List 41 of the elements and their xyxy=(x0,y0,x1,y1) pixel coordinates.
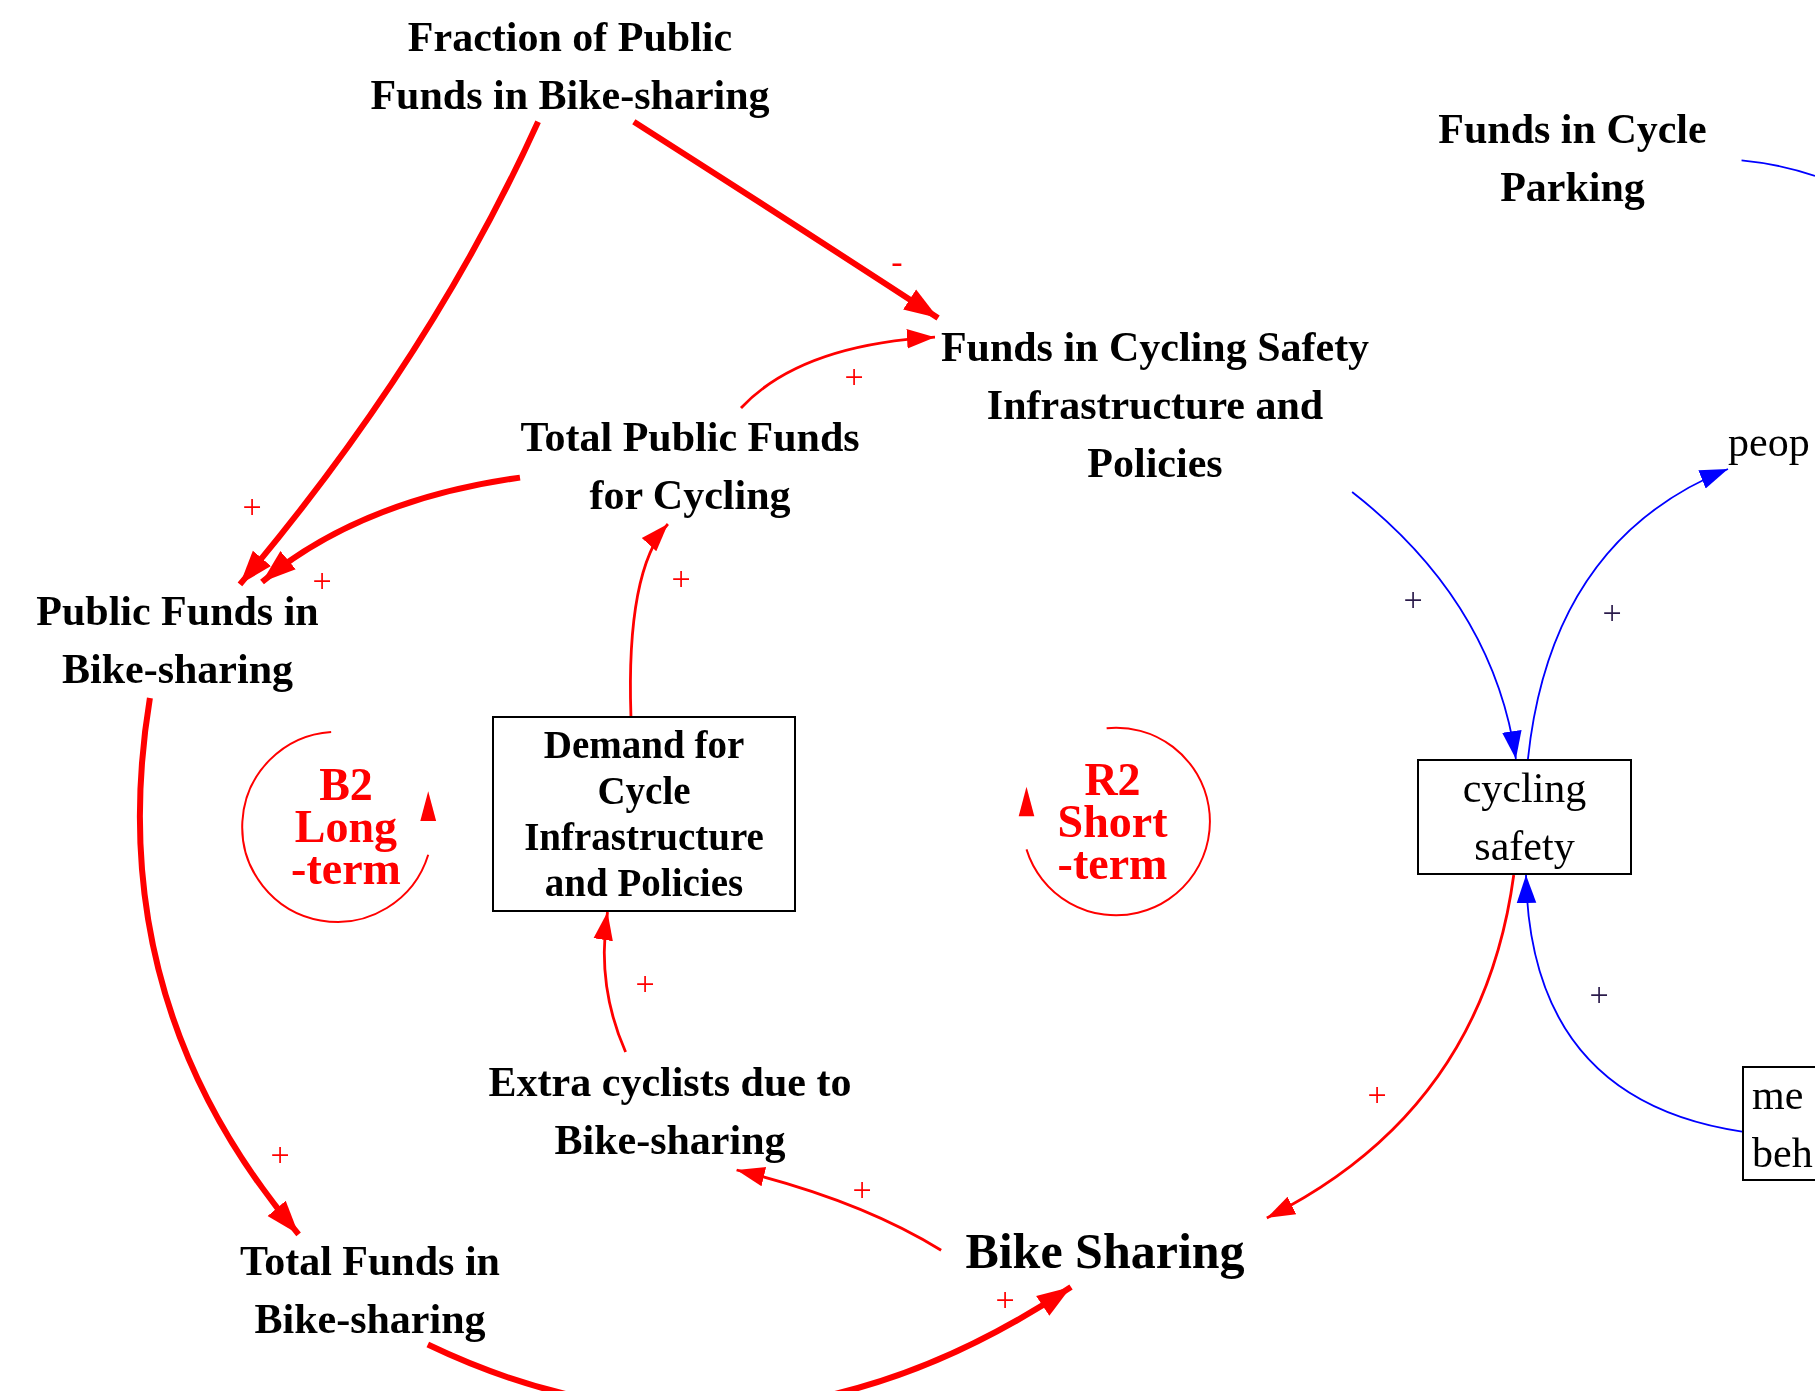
arrow xyxy=(740,329,936,409)
polarity-sign: + xyxy=(1589,978,1609,1012)
variable-label: Total Public Funds for Cycling xyxy=(520,413,860,520)
polarity-sign: + xyxy=(844,360,864,394)
loop-label: B2 Long -term xyxy=(290,764,402,890)
polarity-sign: + xyxy=(635,967,655,1001)
polarity-sign: + xyxy=(1367,1078,1387,1112)
arrow xyxy=(594,911,627,1053)
polarity-sign: + xyxy=(671,562,691,596)
polarity-sign: + xyxy=(242,490,262,524)
arrow xyxy=(426,1284,1073,1391)
variable-label: Fraction of Public Funds in Bike-sharing xyxy=(369,13,771,120)
polarity-sign: + xyxy=(995,1283,1015,1317)
variable-box xyxy=(1742,1066,1815,1181)
variable-box xyxy=(1417,759,1632,875)
arrow xyxy=(237,120,541,587)
loop-label: R2 Short -term xyxy=(1056,759,1169,885)
variable-label: Funds in Cycling Safety Infrastructure and Policies xyxy=(939,323,1371,488)
polarity-sign: + xyxy=(1403,583,1423,617)
variable-label: Extra cyclists due to Bike-sharing xyxy=(487,1058,853,1165)
arrow xyxy=(1351,491,1521,760)
arrow xyxy=(736,1167,942,1252)
variable-box xyxy=(492,716,796,912)
arrow xyxy=(1266,874,1516,1220)
arrow xyxy=(629,523,669,717)
variable-label: peop xyxy=(1728,418,1810,467)
variable-label: Funds in Cycle Parking xyxy=(1437,105,1708,212)
arrow xyxy=(1517,874,1743,1133)
polarity-sign: + xyxy=(852,1173,872,1207)
variable-label: Demand for Cycle Infrastructure and Policies xyxy=(523,722,765,906)
variable-label: Total Funds in Bike-sharing xyxy=(239,1237,501,1344)
arrow xyxy=(137,697,301,1237)
arrow xyxy=(1527,468,1729,760)
polarity-sign: - xyxy=(891,245,903,279)
polarity-sign: + xyxy=(1602,596,1622,630)
variable-label: Bike Sharing xyxy=(965,1222,1245,1281)
polarity-sign: + xyxy=(270,1138,290,1172)
arrow xyxy=(260,474,521,585)
arrow xyxy=(632,119,940,321)
variable-label: me beh xyxy=(1752,1070,1813,1178)
variable-label: cycling safety xyxy=(1461,764,1588,871)
